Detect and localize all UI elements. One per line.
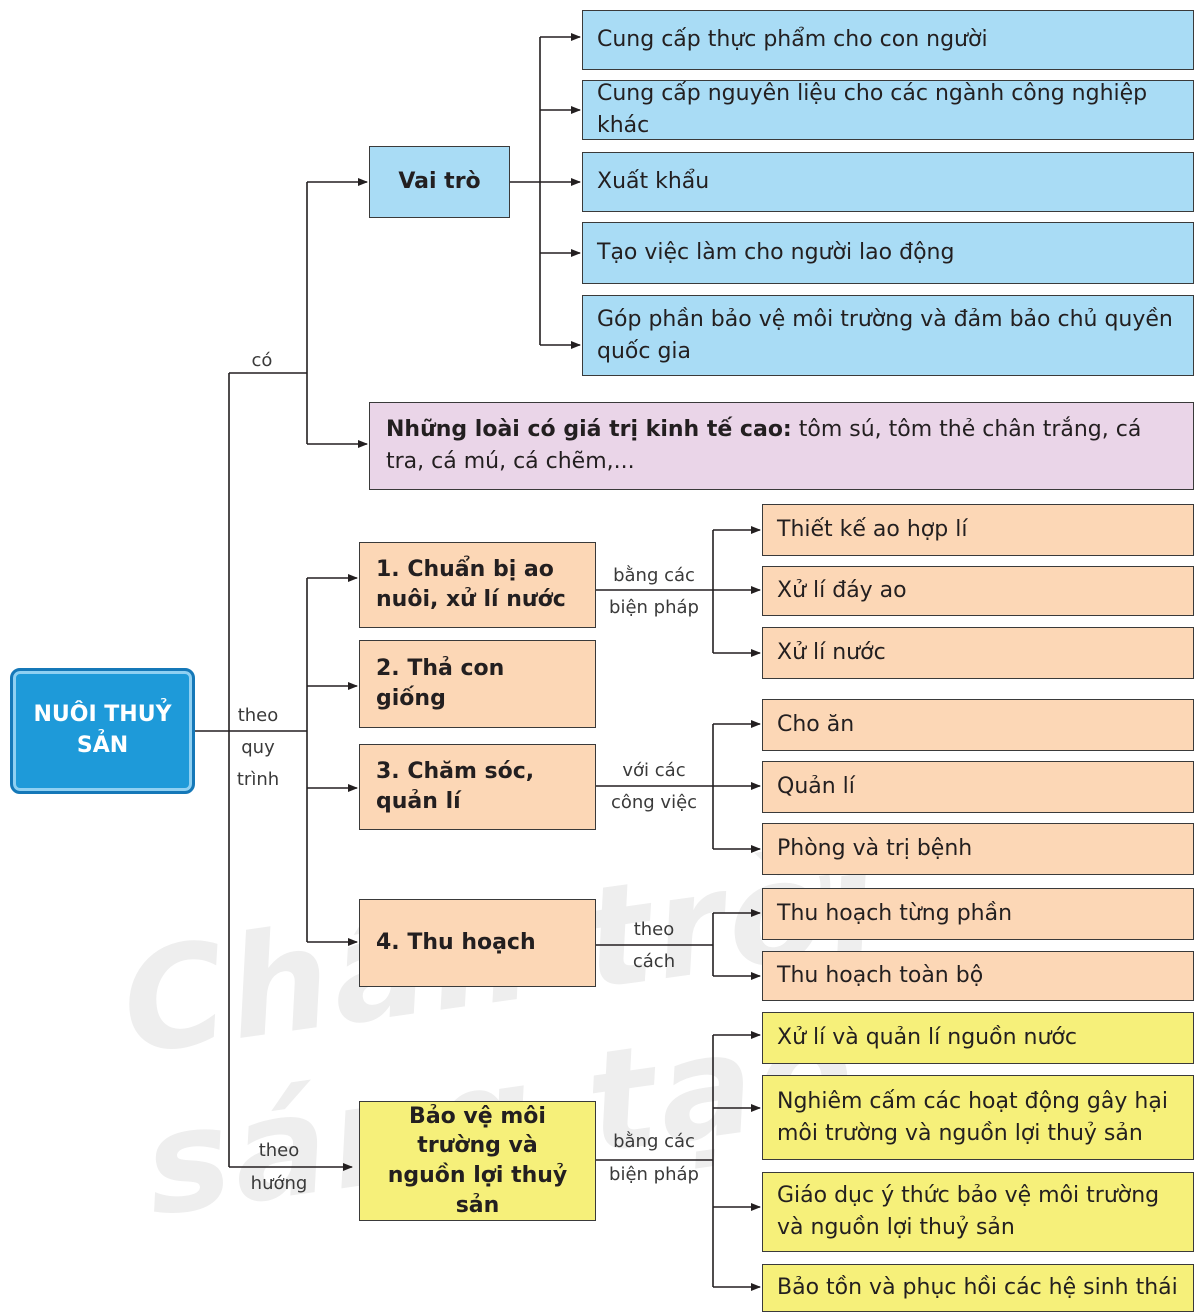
step-2-node: 2. Thả con giống: [359, 640, 596, 728]
label-quy: quy: [241, 737, 275, 758]
nhung-loai-node: Những loài có giá trị kinh tế cao: tôm s…: [369, 402, 1194, 490]
nhung-loai-title: Những loài có giá trị kinh tế cao:: [386, 417, 792, 443]
label-bang-cac-2: bằng các: [613, 1131, 695, 1152]
step-4-node: 4. Thu hoạch: [359, 899, 596, 987]
step-3-item-3: Phòng và trị bệnh: [762, 823, 1194, 875]
step-3-item-2: Quản lí: [762, 761, 1194, 813]
label-theo-2: theo: [258, 1140, 300, 1161]
vai-tro-item-3: Xuất khẩu: [582, 152, 1194, 212]
label-voi-cac: với các: [622, 760, 686, 781]
label-huong: hướng: [250, 1173, 308, 1194]
nhung-loai-text: tôm sú, tôm thẻ chân trắng, cá tra, cá m…: [386, 417, 1142, 474]
label-theo-1: theo: [237, 705, 279, 726]
vai-tro-item-4: Tạo việc làm cho người lao động: [582, 222, 1194, 284]
step-1-node: 1. Chuẩn bị ao nuôi, xử lí nước: [359, 542, 596, 628]
step-4-item-2: Thu hoạch toàn bộ: [762, 951, 1194, 1001]
bao-ve-item-4: Bảo tồn và phục hồi các hệ sinh thái: [762, 1264, 1194, 1312]
label-cach: cách: [632, 951, 676, 972]
vai-tro-item-2: Cung cấp nguyên liệu cho các ngành công …: [582, 80, 1194, 140]
label-cong-viec: công việc: [610, 792, 698, 813]
label-bien-phap-1: biện pháp: [609, 597, 699, 618]
step-1-item-2: Xử lí đáy ao: [762, 566, 1194, 616]
bao-ve-item-3: Giáo dục ý thức bảo vệ môi trường và ngu…: [762, 1172, 1194, 1252]
bao-ve-node: Bảo vệ môi trường và nguồn lợi thuỷ sản: [359, 1101, 596, 1221]
label-bien-phap-2: biện pháp: [609, 1164, 699, 1185]
vai-tro-item-5: Góp phần bảo vệ môi trường và đảm bảo ch…: [582, 295, 1194, 376]
bao-ve-item-2: Nghiêm cấm các hoạt động gây hại môi trư…: [762, 1075, 1194, 1160]
label-co: có: [251, 350, 273, 371]
label-bang-cac-1: bằng các: [613, 565, 695, 586]
step-3-node: 3. Chăm sóc, quản lí: [359, 744, 596, 830]
vai-tro-node: Vai trò: [369, 146, 510, 218]
step-3-item-1: Cho ăn: [762, 699, 1194, 751]
step-1-item-3: Xử lí nước: [762, 627, 1194, 679]
step-1-item-1: Thiết kế ao hợp lí: [762, 504, 1194, 556]
root-node: NUÔI THUỶ SẢN: [10, 668, 195, 794]
label-theo-3: theo: [633, 919, 675, 940]
step-4-item-1: Thu hoạch từng phần: [762, 888, 1194, 940]
bao-ve-item-1: Xử lí và quản lí nguồn nước: [762, 1012, 1194, 1064]
vai-tro-item-1: Cung cấp thực phẩm cho con người: [582, 10, 1194, 70]
label-trinh: trình: [236, 769, 280, 790]
